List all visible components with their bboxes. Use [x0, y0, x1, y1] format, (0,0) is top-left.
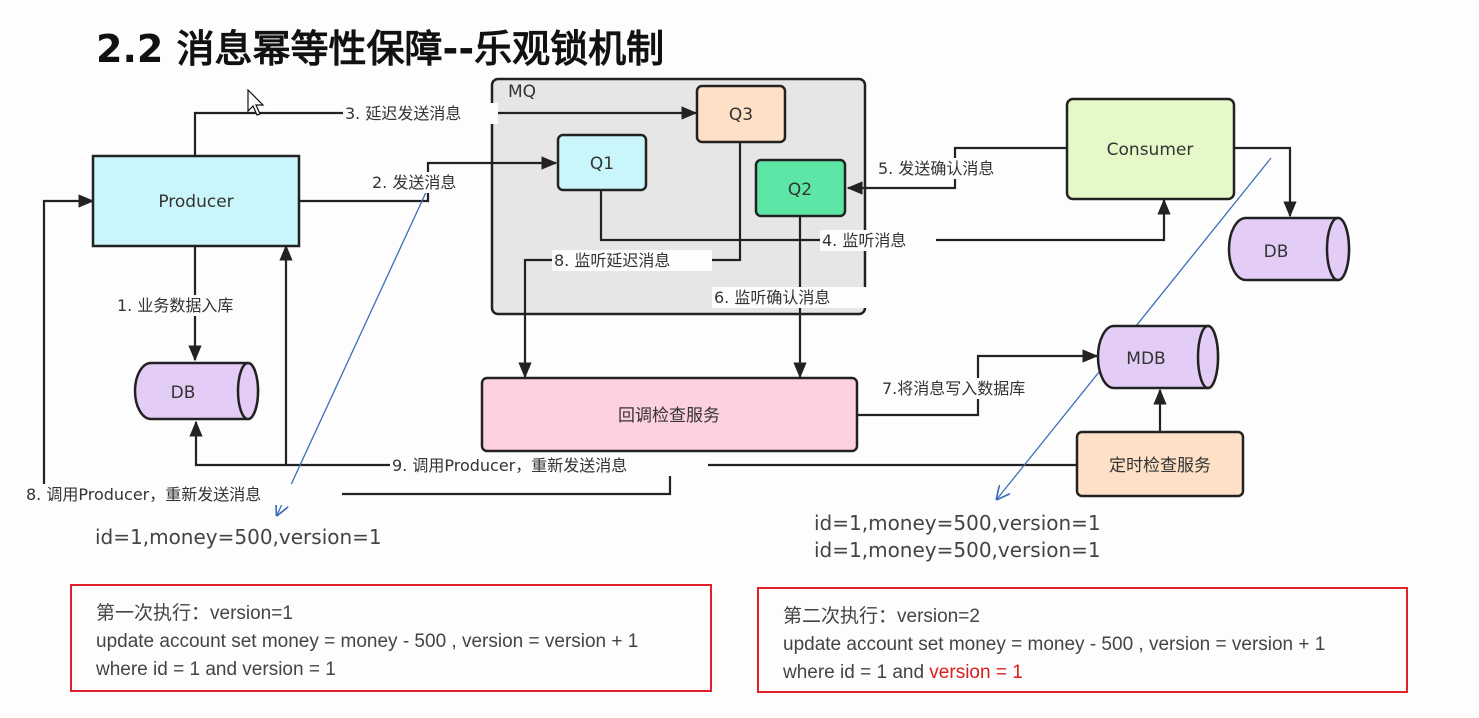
consumer-node: Consumer: [1065, 97, 1236, 201]
execution-sql-where: where id = 1 and: [96, 659, 243, 680]
db-right-node: DB: [1227, 216, 1351, 282]
edge-labels: 3. 延迟发送消息 2. 发送消息 1. 业务数据入库 4. 监听消息 5. 发…: [24, 103, 1074, 505]
execution-sql-line1: update account set money = money - 500 ,…: [96, 631, 639, 652]
mouse-cursor-icon: [247, 89, 265, 116]
q2-node: Q2: [754, 158, 847, 218]
edge-1-label: 1. 业务数据入库: [117, 296, 233, 315]
db-left-node: DB: [133, 361, 260, 421]
edge-3-label: 3. 延迟发送消息: [345, 104, 461, 123]
mq-label: MQ: [508, 82, 536, 102]
execution-sql-line1: update account set money = money - 500 ,…: [783, 634, 1326, 655]
execution-sql-version: version = 1: [242, 659, 336, 680]
record-right-1: id=1,money=500,version=1: [814, 511, 1101, 535]
db-right-label: DB: [1264, 242, 1289, 262]
execution-sql-line2: where id = 1 and version = 1: [96, 656, 710, 684]
q1-label: Q1: [590, 154, 614, 174]
edge-2-label: 2. 发送消息: [372, 173, 456, 192]
edge-8a-label: 8. 监听延迟消息: [554, 251, 670, 270]
edge-6-label: 6. 监听确认消息: [714, 288, 830, 307]
mdb-label: MDB: [1126, 349, 1165, 369]
edge-3-line: [193, 106, 698, 156]
execution-heading: 第一次执行：version=1: [96, 603, 293, 624]
record-left: id=1,money=500,version=1: [95, 525, 382, 549]
q2-label: Q2: [788, 180, 812, 200]
edge-4-label: 4. 监听消息: [822, 231, 906, 250]
consumer-label: Consumer: [1107, 140, 1194, 160]
execution-box-first: 第一次执行：version=1 update account set money…: [70, 584, 712, 692]
q3-node: Q3: [695, 84, 787, 144]
edge-9-line: [189, 420, 1077, 467]
annotation-arrow-left: [277, 187, 429, 515]
edge-8b-label: 8. 调用Producer，重新发送消息: [26, 485, 261, 504]
edge-consumer-db-line: [1234, 146, 1297, 218]
producer-label: Producer: [158, 192, 233, 212]
q3-label: Q3: [729, 105, 753, 125]
page-title: 2.2 消息幂等性保障--乐观锁机制: [96, 27, 665, 71]
execution-sql-version-highlighted: version = 1: [929, 662, 1023, 683]
mdb-node: MDB: [1096, 324, 1220, 390]
callback-service-node: 回调检查服务: [480, 376, 859, 453]
q1-node: Q1: [556, 133, 648, 192]
execution-box-second: 第二次执行：version=2 update account set money…: [757, 587, 1408, 693]
edge-9-label: 9. 调用Producer，重新发送消息: [392, 456, 627, 475]
execution-sql-where: where id = 1 and: [783, 662, 930, 683]
timer-service-label: 定时检查服务: [1109, 456, 1211, 476]
edge-7-label: 7.将消息写入数据库: [882, 379, 1025, 398]
edge-5-label: 5. 发送确认消息: [878, 159, 994, 178]
execution-heading: 第二次执行：version=2: [783, 606, 980, 627]
timer-service-node: 定时检查服务: [1075, 430, 1245, 498]
producer-node: Producer: [91, 154, 301, 248]
db-left-label: DB: [171, 383, 196, 403]
execution-sql-line2: where id = 1 and version = 1: [783, 659, 1406, 687]
callback-service-label: 回调检查服务: [618, 406, 720, 426]
record-right-2: id=1,money=500,version=1: [814, 538, 1101, 562]
